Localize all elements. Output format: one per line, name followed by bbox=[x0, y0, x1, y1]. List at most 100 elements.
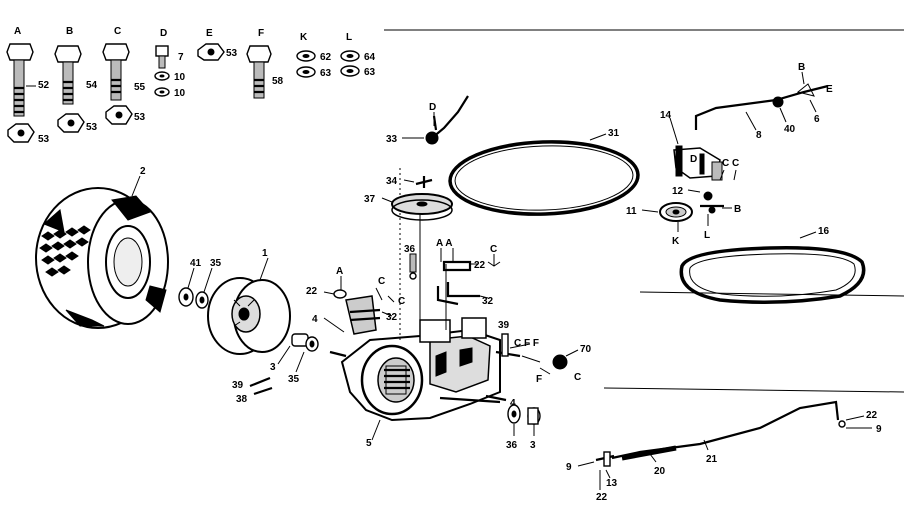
part-letters-aa: A A bbox=[436, 238, 452, 249]
part-label-2: 2 bbox=[140, 166, 146, 177]
part-label-5: 5 bbox=[366, 438, 372, 449]
hw-num-53d: 53 bbox=[226, 48, 238, 59]
part-label-70: 70 bbox=[580, 344, 592, 355]
part-letters-cf: C F F bbox=[514, 338, 539, 349]
hw-num-54: 54 bbox=[86, 80, 98, 91]
part-letter-c-left: C bbox=[378, 276, 385, 287]
hw-letter-e: E bbox=[206, 28, 213, 39]
part-label-36-right: 36 bbox=[506, 440, 518, 451]
nut-icon bbox=[7, 123, 35, 143]
shift-rod-icon bbox=[694, 83, 829, 130]
part-letter-b-rod: B bbox=[798, 62, 805, 73]
part-label-11: 11 bbox=[626, 206, 637, 217]
bracket-icon bbox=[345, 295, 381, 335]
wheel-hub-icon bbox=[207, 277, 291, 355]
part-label-22-left: 22 bbox=[306, 286, 318, 297]
part-label-14: 14 bbox=[660, 110, 672, 121]
part-letter-d-top: D bbox=[429, 102, 436, 113]
hw-letter-c: C bbox=[114, 26, 121, 37]
washer-icon bbox=[296, 50, 316, 62]
hw-num-53b: 53 bbox=[86, 122, 98, 133]
part-letter-l: L bbox=[704, 230, 710, 241]
hw-letter-k: K bbox=[300, 32, 308, 43]
part-label-3-left: 3 bbox=[270, 362, 276, 373]
washer-icon bbox=[296, 66, 316, 78]
part-letter-c-left2: C bbox=[398, 296, 405, 307]
part-label-22-mid: 22 bbox=[474, 260, 486, 271]
part-label-35: 35 bbox=[210, 258, 222, 269]
part-label-34: 34 bbox=[386, 176, 398, 187]
part-label-31: 31 bbox=[608, 128, 620, 139]
nut-icon bbox=[552, 354, 568, 370]
pulley-icon bbox=[659, 202, 693, 222]
nut-icon bbox=[197, 43, 225, 61]
bolt-icon bbox=[246, 45, 272, 99]
hw-num-58: 58 bbox=[272, 76, 284, 87]
bolt-icon bbox=[54, 45, 82, 105]
clip-icon bbox=[415, 176, 433, 188]
bracket-icon bbox=[673, 145, 723, 181]
nut-icon bbox=[57, 113, 85, 133]
part-label-3-right: 3 bbox=[530, 440, 536, 451]
shift-rod-icon bbox=[611, 400, 846, 461]
hw-num-62: 62 bbox=[320, 52, 332, 63]
part-letters-cc: C C bbox=[722, 158, 739, 169]
part-label-41: 41 bbox=[190, 258, 202, 269]
tire-icon bbox=[35, 175, 169, 329]
hw-num-10a: 10 bbox=[174, 72, 186, 83]
part-label-39-left: 39 bbox=[232, 380, 244, 391]
part-letter-f: F bbox=[536, 374, 542, 385]
hw-num-63b: 63 bbox=[364, 67, 376, 78]
washer-icon bbox=[154, 71, 170, 81]
part-label-22-rod: 22 bbox=[866, 410, 878, 421]
pin-icon bbox=[249, 376, 273, 396]
hw-num-52: 52 bbox=[38, 80, 50, 91]
spacer-icon bbox=[291, 333, 319, 352]
washer-icon bbox=[195, 291, 209, 309]
part-letter-c-mid: C bbox=[490, 244, 497, 255]
hw-letter-l: L bbox=[346, 32, 352, 43]
belt-icon bbox=[679, 246, 866, 304]
part-letter-a-left: A bbox=[336, 266, 343, 277]
bolt-icon bbox=[409, 253, 417, 280]
part-label-16: 16 bbox=[818, 226, 830, 237]
part-letter-e-rod: E bbox=[826, 84, 833, 95]
washer-icon bbox=[507, 404, 521, 424]
hw-letter-d: D bbox=[160, 28, 167, 39]
bolt-icon bbox=[155, 45, 169, 69]
hw-num-7: 7 bbox=[178, 52, 184, 63]
hw-num-64: 64 bbox=[364, 52, 376, 63]
part-label-6: 6 bbox=[814, 114, 820, 125]
hw-num-53a: 53 bbox=[38, 134, 50, 145]
part-letter-c-70: C bbox=[574, 372, 581, 383]
panel-lines bbox=[384, 29, 905, 393]
washer-icon bbox=[154, 87, 170, 97]
lever-icon bbox=[431, 95, 469, 139]
hw-letter-f: F bbox=[258, 28, 264, 39]
part-letter-d-bracket: D bbox=[690, 154, 697, 165]
part-label-36-top: 36 bbox=[404, 244, 416, 255]
bracket-icon bbox=[436, 260, 480, 306]
part-label-9-left: 9 bbox=[566, 462, 572, 473]
washer-icon bbox=[333, 289, 347, 299]
washer-icon bbox=[340, 50, 360, 62]
pin-icon bbox=[501, 333, 509, 357]
transaxle-icon bbox=[329, 317, 521, 422]
clip-icon bbox=[700, 191, 724, 214]
hw-letter-b: B bbox=[66, 26, 73, 37]
part-label-32-mid: 32 bbox=[482, 296, 494, 307]
part-label-22-bottom: 22 bbox=[596, 492, 608, 503]
part-label-37: 37 bbox=[364, 194, 376, 205]
part-label-32-left: 32 bbox=[386, 312, 398, 323]
part-label-33: 33 bbox=[386, 134, 398, 145]
part-label-1: 1 bbox=[262, 248, 268, 259]
bolt-icon bbox=[6, 43, 34, 117]
part-label-9-rod: 9 bbox=[876, 424, 882, 435]
hw-letter-a: A bbox=[14, 26, 21, 37]
hw-num-55: 55 bbox=[134, 82, 146, 93]
part-letter-k: K bbox=[672, 236, 680, 247]
part-label-4-right: 4 bbox=[510, 398, 516, 409]
pulley-icon bbox=[425, 131, 439, 145]
hardware-row: A B C D E F K L 52 53 54 53 bbox=[6, 26, 376, 145]
